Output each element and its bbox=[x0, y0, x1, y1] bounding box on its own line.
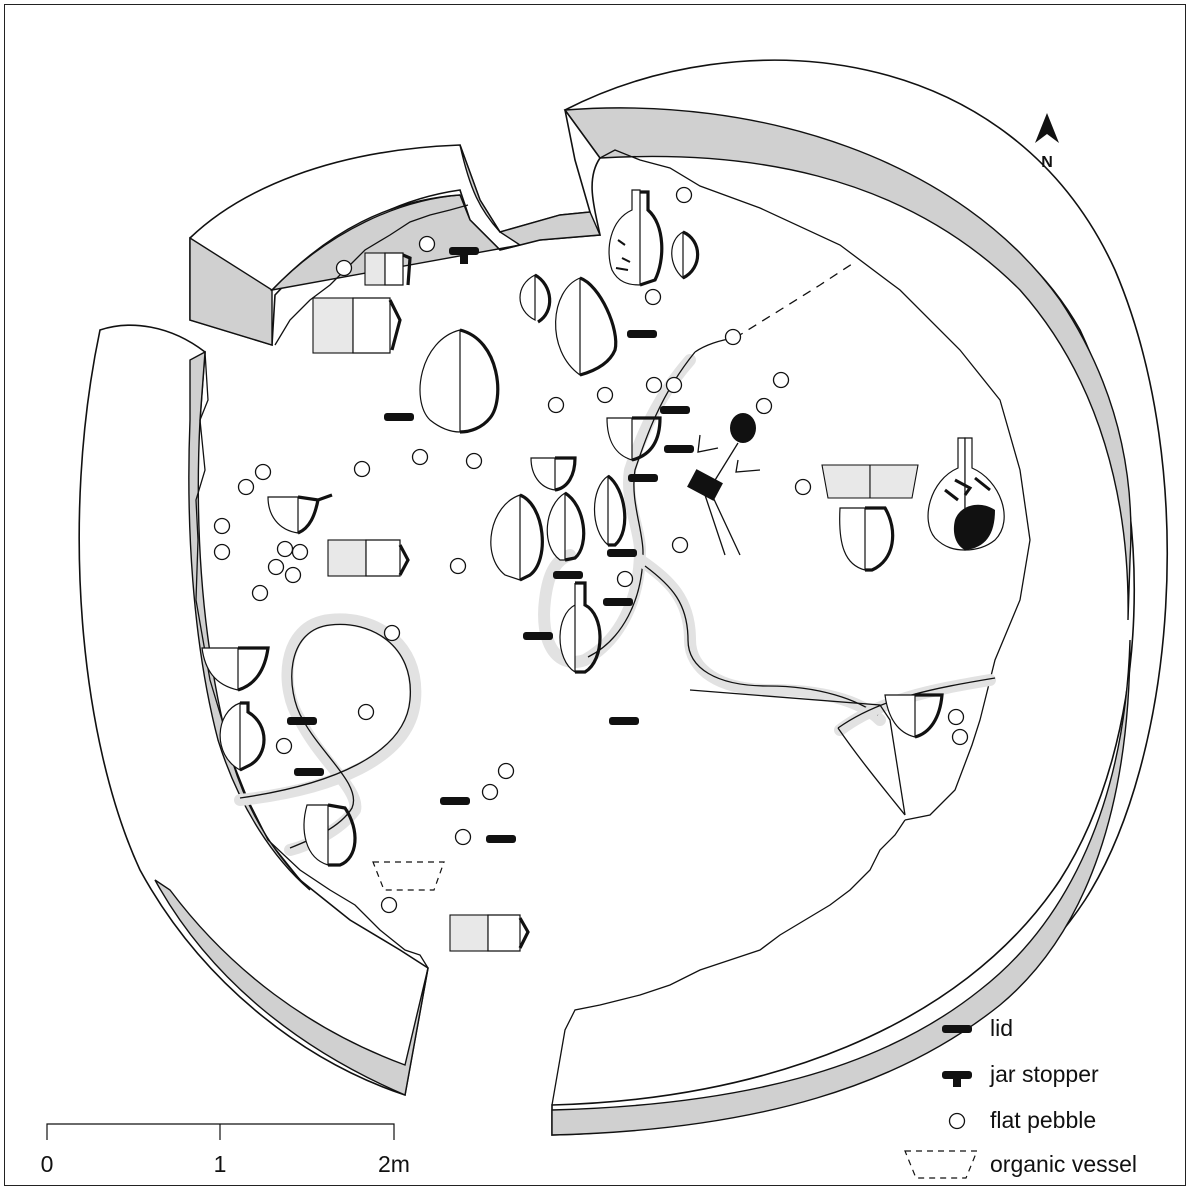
vessel bbox=[839, 506, 895, 572]
vessel bbox=[530, 456, 577, 492]
vessel bbox=[606, 416, 662, 462]
jar-stopper-icon bbox=[942, 1071, 972, 1087]
legend-item-lid: lid bbox=[942, 1015, 1013, 1041]
vessel bbox=[519, 273, 552, 324]
outer-wall-west bbox=[78, 324, 429, 1097]
vessel bbox=[219, 701, 266, 772]
figure-frame bbox=[4, 4, 1186, 1186]
interior-features bbox=[234, 261, 996, 856]
vessel bbox=[671, 230, 700, 280]
legend: lid jar stopper flat pebble organic vess… bbox=[904, 1015, 1137, 1179]
north-label: N bbox=[1041, 154, 1053, 171]
vessel bbox=[449, 914, 530, 952]
legend-item-jar-stopper: jar stopper bbox=[942, 1061, 1099, 1087]
vessel bbox=[303, 803, 357, 867]
vessel bbox=[555, 276, 618, 377]
north-arrow: N bbox=[1035, 113, 1059, 171]
legend-label-jar-stopper: jar stopper bbox=[989, 1061, 1099, 1087]
legend-label-lid: lid bbox=[990, 1015, 1013, 1041]
legend-label-flat-pebble: flat pebble bbox=[990, 1107, 1096, 1133]
vessel bbox=[327, 539, 410, 577]
legend-label-organic-vessel: organic vessel bbox=[990, 1151, 1137, 1177]
vessel bbox=[201, 646, 270, 692]
outer-wall-east bbox=[551, 59, 1169, 1136]
vessel bbox=[559, 581, 602, 674]
lid-icon bbox=[942, 1025, 972, 1033]
scale-tick-2: 2m bbox=[378, 1151, 410, 1177]
vessel bbox=[884, 693, 944, 739]
scale-tick-0: 0 bbox=[41, 1151, 54, 1177]
vessel bbox=[608, 189, 664, 287]
organic-vessel-shape bbox=[372, 861, 445, 891]
pebble-icon bbox=[948, 1112, 966, 1130]
outer-wall-northwest bbox=[189, 109, 602, 347]
legend-item-organic-vessel: organic vessel bbox=[904, 1150, 1137, 1179]
vessel bbox=[490, 493, 544, 582]
vessel bbox=[312, 297, 402, 354]
vessel bbox=[927, 437, 1005, 551]
pottery-vessels bbox=[201, 189, 1005, 952]
vessel bbox=[267, 493, 333, 535]
organic-vessel-icon bbox=[904, 1150, 978, 1179]
lids bbox=[287, 330, 694, 843]
vessel bbox=[364, 252, 412, 286]
vessel bbox=[419, 328, 500, 434]
vessel bbox=[593, 474, 627, 547]
vessel bbox=[821, 464, 919, 499]
vessel bbox=[546, 491, 586, 562]
scale-tick-1: 1 bbox=[214, 1151, 227, 1177]
flat-pebbles bbox=[213, 186, 969, 914]
jar-stopper-find bbox=[449, 247, 479, 264]
scale-bar: 0 1 2m bbox=[41, 1123, 410, 1177]
legend-item-flat-pebble: flat pebble bbox=[948, 1107, 1096, 1133]
